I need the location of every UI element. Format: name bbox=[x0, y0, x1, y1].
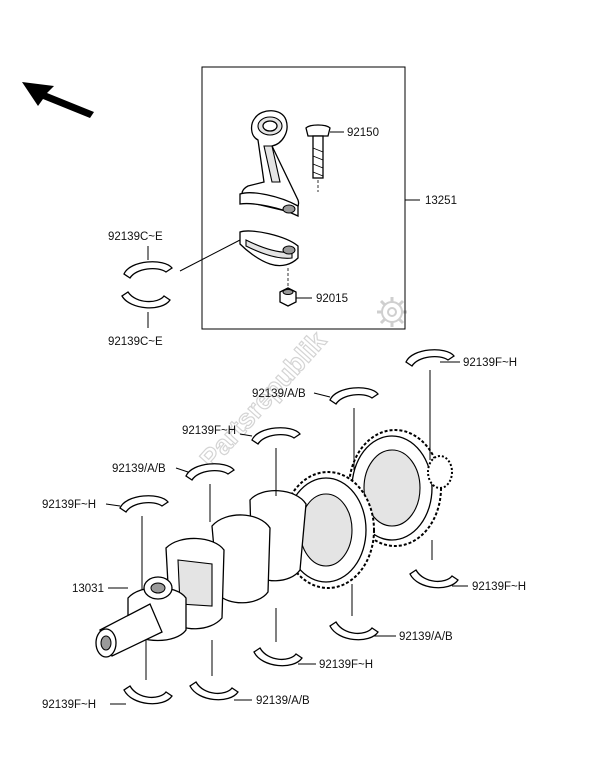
crankshaft-label: 13031 bbox=[72, 583, 104, 595]
connecting-rod bbox=[239, 110, 300, 218]
conrod-bearing-top-label: 92139C~E bbox=[108, 231, 163, 243]
conrod-nut-label: 92015 bbox=[316, 293, 348, 305]
main-bearing-right-top-label: 92139F~H bbox=[463, 357, 517, 369]
crankshaft bbox=[95, 429, 453, 658]
main-bearing-mid-b-label: 92139F~H bbox=[182, 425, 236, 437]
watermark-gear-icon bbox=[377, 297, 407, 327]
main-bearing-mid-c-label: 92139/A/B bbox=[112, 463, 166, 475]
conrod-cap bbox=[239, 230, 299, 267]
main-bearing-low-c bbox=[189, 640, 252, 701]
front-direction-arrow-icon bbox=[22, 82, 94, 118]
conrod-bolt bbox=[305, 124, 331, 179]
main-bearing-right-low-label: 92139F~H bbox=[472, 581, 526, 593]
crank-gear-middle bbox=[281, 471, 375, 589]
conrod-bearing-bottom-label: 92139C~E bbox=[108, 336, 163, 348]
conrod-nut bbox=[279, 287, 297, 307]
main-bearing-low-b bbox=[253, 608, 316, 667]
main-bearing-left-top-label: 92139F~H bbox=[42, 499, 96, 511]
main-bearing-left-low bbox=[110, 640, 173, 705]
conrod-bearing-leader bbox=[179, 239, 241, 272]
main-bearing-low-a-label: 92139/A/B bbox=[399, 631, 453, 643]
conrod-bolt-label: 92150 bbox=[347, 127, 379, 139]
main-bearing-right-low bbox=[409, 540, 468, 589]
conrod-assy-label: 13251 bbox=[425, 195, 457, 207]
main-bearing-mid-a-label: 92139/A/B bbox=[252, 388, 306, 400]
main-bearing-right-top bbox=[405, 349, 460, 460]
crank-sprocket bbox=[427, 455, 453, 489]
main-bearing-left-top bbox=[105, 495, 169, 590]
main-bearing-mid-c bbox=[175, 463, 235, 522]
conrod-bearing-lower bbox=[121, 291, 171, 309]
conrod-bearing-upper bbox=[123, 261, 173, 279]
crank-web-2 bbox=[211, 514, 271, 604]
main-bearing-mid-a bbox=[313, 387, 379, 470]
main-bearing-left-low-label: 92139F~H bbox=[42, 699, 96, 711]
main-bearing-low-a bbox=[329, 584, 396, 641]
main-bearing-low-c-label: 92139/A/B bbox=[256, 695, 310, 707]
main-bearing-mid-b bbox=[239, 427, 301, 496]
main-bearing-low-b-label: 92139F~H bbox=[319, 659, 373, 671]
conrod-assembly-box bbox=[201, 66, 406, 330]
